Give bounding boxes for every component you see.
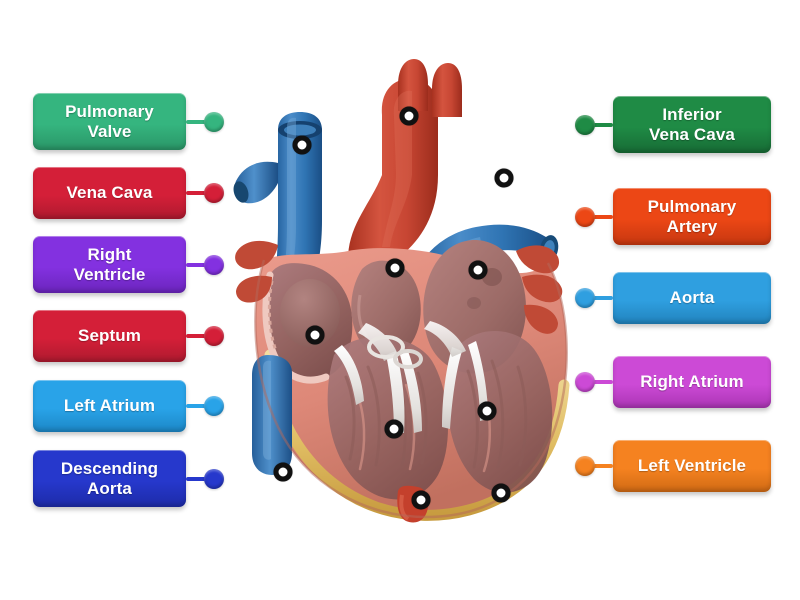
connector-knob-vena-cava[interactable] <box>204 183 224 203</box>
label-chip-text: Aorta <box>669 288 715 308</box>
connector-knob-septum[interactable] <box>204 326 224 346</box>
marker-superior-vena-cava[interactable] <box>292 135 312 155</box>
marker-right-atrium[interactable] <box>305 325 325 345</box>
marker-left-ventricle[interactable] <box>477 401 497 421</box>
connector-line-septum <box>186 334 208 338</box>
label-chip-left-ventricle[interactable]: Left Ventricle <box>613 440 771 492</box>
marker-aortic-arch[interactable] <box>399 106 419 126</box>
connector-knob-right-ventricle[interactable] <box>204 254 224 275</box>
label-chip-text: Left Atrium <box>63 396 156 416</box>
label-chip-text: Left Ventricle <box>637 456 747 476</box>
connector-knob-descending-aorta[interactable] <box>204 468 224 489</box>
connector-line-pulmonary-artery <box>591 214 613 219</box>
marker-pulmonary-vein[interactable] <box>494 168 514 188</box>
connector-line-right-atrium <box>591 380 613 384</box>
connector-line-inferior-vena-cava <box>591 122 613 127</box>
connector-line-right-ventricle <box>186 262 208 267</box>
label-chip-aorta[interactable]: Aorta <box>613 272 771 324</box>
connector-knob-inferior-vena-cava[interactable] <box>575 114 595 135</box>
label-chip-text: Septum <box>78 326 141 346</box>
label-chip-right-atrium[interactable]: Right Atrium <box>613 356 771 408</box>
label-chip-septum[interactable]: Septum <box>33 310 186 362</box>
connector-knob-pulmonary-valve[interactable] <box>204 111 224 132</box>
connector-line-pulmonary-valve <box>186 119 208 124</box>
label-chip-vena-cava[interactable]: Vena Cava <box>33 167 186 219</box>
connector-knob-right-atrium[interactable] <box>575 372 595 392</box>
marker-left-atrium[interactable] <box>468 260 488 280</box>
marker-pulmonary-valve[interactable] <box>385 258 405 278</box>
connector-knob-left-atrium[interactable] <box>204 396 224 416</box>
connector-line-descending-aorta <box>186 476 208 481</box>
marker-septum[interactable] <box>384 419 404 439</box>
connector-knob-left-ventricle[interactable] <box>575 456 595 476</box>
heart-diagram-image <box>230 55 580 525</box>
connector-knob-aorta[interactable] <box>575 288 595 308</box>
label-chip-text: Right Atrium <box>640 372 744 392</box>
label-chip-text: Vena Cava <box>66 183 153 203</box>
marker-right-ventricle[interactable] <box>491 483 511 503</box>
marker-descending-aorta[interactable] <box>273 462 293 482</box>
connector-line-vena-cava <box>186 191 208 195</box>
marker-apex-vessel[interactable] <box>411 490 431 510</box>
connector-knob-pulmonary-artery[interactable] <box>575 206 595 227</box>
label-chip-left-atrium[interactable]: Left Atrium <box>33 380 186 432</box>
connector-line-left-ventricle <box>591 464 613 468</box>
connector-line-left-atrium <box>186 404 208 408</box>
connector-line-aorta <box>591 296 613 300</box>
